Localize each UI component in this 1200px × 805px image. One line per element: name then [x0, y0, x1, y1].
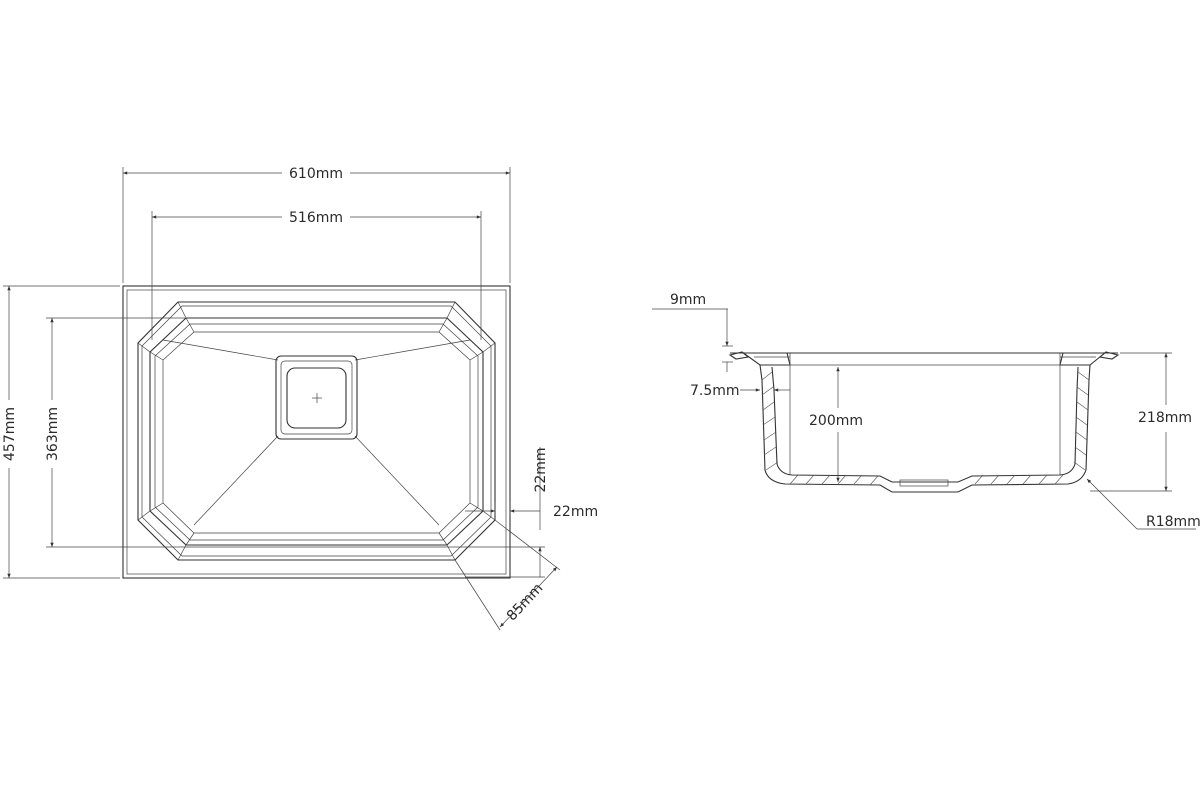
bowl-floor — [162, 331, 471, 534]
section-hatch — [761, 371, 1090, 486]
dim-9: 9mm — [670, 292, 706, 308]
drain-inner — [286, 367, 347, 429]
dim-7-5: 7.5mm — [690, 383, 740, 399]
drain-outer — [275, 355, 358, 440]
section-drain — [899, 479, 949, 487]
bowl-rim-inner — [149, 317, 484, 546]
dim-516: 516mm — [289, 210, 343, 226]
bowl-rim-outer-2 — [141, 305, 492, 557]
bowl-rim-outer — [137, 301, 496, 561]
drain-fold-lines — [162, 339, 471, 526]
dim-200: 200mm — [809, 413, 863, 429]
dim-610: 610mm — [289, 166, 343, 182]
top-view: 610mm 516mm 457mm 363mm 22mm 22mm — [2, 166, 598, 631]
dim-457: 457mm — [2, 407, 18, 461]
dim-22-vertical: 22mm — [533, 447, 549, 492]
dim-r18: R18mm — [1146, 514, 1200, 530]
sink-inner-wall — [771, 366, 1079, 483]
dim-363: 363mm — [45, 407, 61, 461]
sink-outer-wall — [759, 364, 1091, 493]
corner-lines — [137, 301, 496, 561]
bowl-rim-inner-2 — [154, 323, 479, 541]
dim-22-horizontal: 22mm — [553, 504, 598, 520]
section-view: 9mm 7.5mm 200mm 218mm R18mm — [652, 292, 1200, 530]
dim-85-diagonal: 85mm — [504, 580, 546, 624]
dim-218: 218mm — [1138, 410, 1192, 426]
outer-slab-outline — [122, 285, 511, 579]
drain-middle — [280, 360, 353, 435]
outer-slab-inner-edge — [126, 289, 507, 575]
